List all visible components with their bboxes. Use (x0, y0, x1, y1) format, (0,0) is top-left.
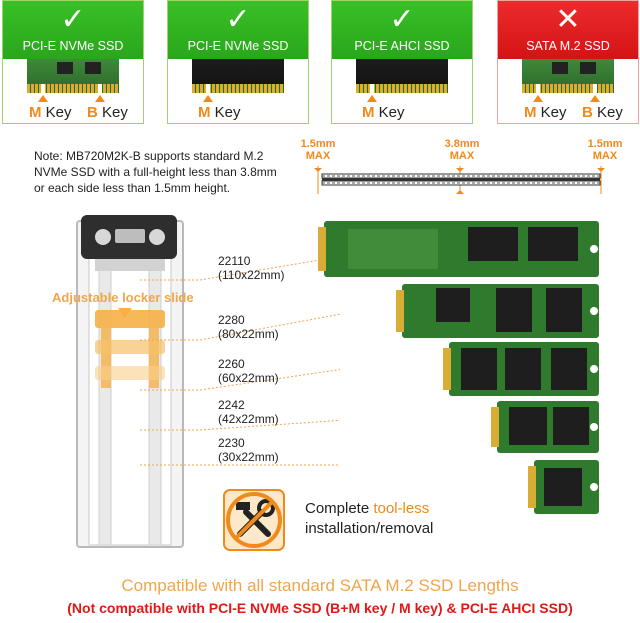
key-label-m: M Key (524, 104, 567, 121)
size-label-2242: 2242(42x22mm) (218, 398, 279, 426)
compat-card-pcie-nvme-bm: ✓ PCI-E NVMe SSD M Key B Key (2, 0, 144, 124)
card-label: SATA M.2 SSD (526, 39, 610, 53)
ssd-22110-image (318, 221, 599, 277)
key-label-b: B Key (87, 104, 128, 121)
arrow-up-icon (367, 95, 377, 102)
no-tools-icon (223, 489, 285, 551)
arrow-up-icon (533, 95, 543, 102)
card-header: ✓ PCI-E AHCI SSD (332, 1, 472, 59)
incompat-warning: (Not compatible with PCI-E NVMe SSD (B+M… (67, 600, 573, 616)
card-header: ✓ PCI-E NVMe SSD (3, 1, 143, 59)
adjustable-locker-slide[interactable] (95, 310, 165, 390)
compat-card-sata: ✕ SATA M.2 SSD M Key B Key (497, 0, 639, 124)
ssd-2242-image (491, 401, 599, 453)
check-icon: ✓ (389, 3, 415, 36)
arrow-up-icon (203, 95, 213, 102)
check-icon: ✓ (225, 3, 251, 36)
gold-fingers (192, 84, 284, 93)
card-label: PCI-E AHCI SSD (354, 39, 450, 53)
arrow-down-icon (118, 308, 132, 318)
size-leader-lines (140, 259, 340, 466)
tray-caption: Adjustable locker slide (52, 290, 194, 305)
toolless-caption: Complete tool-less installation/removal (305, 500, 434, 537)
compatibility-note: Note: MB720M2K-B supports standard M.2 N… (34, 149, 277, 195)
thickness-diagram (314, 166, 605, 194)
size-label-2230: 2230(30x22mm) (218, 436, 279, 464)
size-label-2280: 2280(80x22mm) (218, 313, 279, 341)
arrow-up-icon (590, 95, 600, 102)
compat-headline: Compatible with all standard SATA M.2 SS… (121, 576, 519, 595)
compat-card-pcie-nvme-m: ✓ PCI-E NVMe SSD M Key (167, 0, 309, 124)
arrow-up-icon (95, 95, 105, 102)
card-label: PCI-E NVMe SSD (187, 39, 289, 53)
key-label-b: B Key (582, 104, 623, 121)
key-label-m: M Key (198, 104, 241, 121)
ssd-2260-image (443, 342, 599, 396)
card-label: PCI-E NVMe SSD (22, 39, 124, 53)
compat-card-pcie-ahci: ✓ PCI-E AHCI SSD M Key (331, 0, 473, 124)
key-label-m: M Key (29, 104, 72, 121)
card-header: ✕ SATA M.2 SSD (498, 1, 638, 59)
ssd-2280-image (396, 284, 599, 338)
check-icon: ✓ (60, 3, 86, 36)
gold-fingers (356, 84, 448, 93)
gold-fingers (522, 84, 614, 93)
size-label-2260: 2260(60x22mm) (218, 357, 279, 385)
gold-fingers (27, 84, 119, 93)
ssd-2230-image (528, 460, 599, 514)
card-header: ✓ PCI-E NVMe SSD (168, 1, 308, 59)
cross-icon: ✕ (555, 3, 581, 36)
size-label-22110: 22110(110x22mm) (218, 254, 285, 282)
arrow-up-icon (38, 95, 48, 102)
key-label-m: M Key (362, 104, 405, 121)
